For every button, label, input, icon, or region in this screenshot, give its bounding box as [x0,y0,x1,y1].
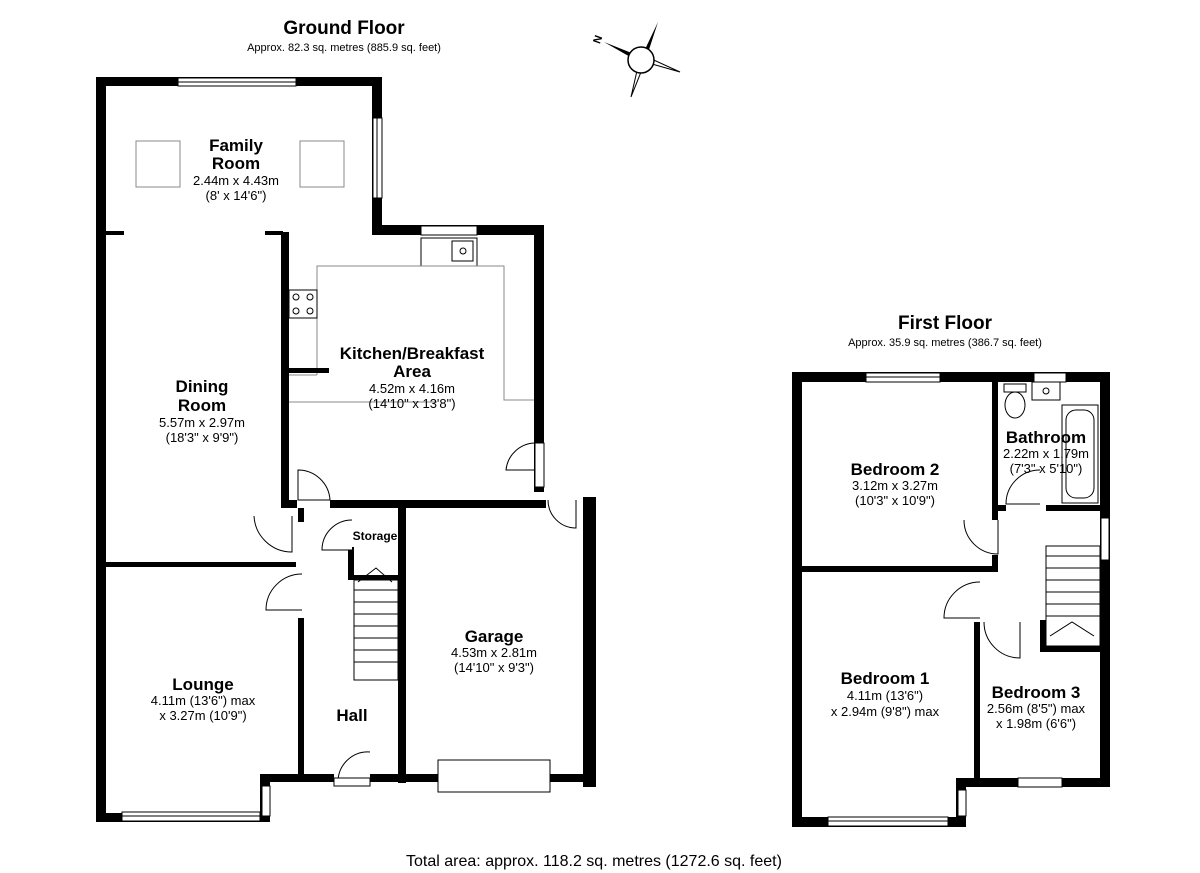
hall-name: Hall [336,706,367,725]
ground-floor-fixtures [121,77,577,822]
ground-floor-area: Approx. 82.3 sq. metres (885.9 sq. feet) [247,42,441,54]
bedroom3-name: Bedroom 3 [992,683,1081,702]
bedroom1-name: Bedroom 1 [841,669,930,688]
garage: Garage 4.53m x 2.81m (14'10" x 9'3") [451,627,537,675]
bedroom2-name: Bedroom 2 [851,460,940,479]
kitchen-dim-metric: 4.52m x 4.16m [369,381,455,396]
bedroom-2: Bedroom 2 3.12m x 3.27m (10'3" x 10'9") [851,460,940,508]
bedroom3-dim-line2: x 1.98m (6'6") [996,716,1076,731]
ground-floor-title: Ground Floor [283,18,405,39]
bathroom-dim-imperial: (7'3" x 5'10") [1010,461,1083,476]
dining-room: Dining Room 5.57m x 2.97m (18'3" x 9'9") [159,377,245,445]
storage-name: Storage [353,529,398,543]
kitchen-dim-imperial: (14'10" x 13'8") [368,396,455,411]
lounge-dim-line2: x 3.27m (10'9") [159,708,246,723]
bedroom-3: Bedroom 3 2.56m (8'5") max x 1.98m (6'6"… [987,683,1086,731]
kitchen-breakfast-area: Kitchen/Breakfast Area 4.52m x 4.16m (14… [340,344,485,411]
bedroom1-dim-line2: x 2.94m (9'8") max [831,704,940,719]
kitchen-name-line1: Kitchen/Breakfast [340,344,485,363]
bedroom-1: Bedroom 1 4.11m (13'6") x 2.94m (9'8") m… [831,669,940,719]
family-room-dim-imperial: (8' x 14'6") [206,188,267,203]
total-area: Total area: approx. 118.2 sq. metres (12… [406,853,782,870]
bedroom2-dim-imperial: (10'3" x 10'9") [855,493,935,508]
bedroom2-dim-metric: 3.12m x 3.27m [852,478,938,493]
bathroom-name: Bathroom [1006,428,1086,447]
dining-room-name-line2: Room [178,396,226,415]
dining-room-dim-metric: 5.57m x 2.97m [159,415,245,430]
family-room: Family Room 2.44m x 4.43m (8' x 14'6") [193,136,279,203]
lounge-name: Lounge [172,675,233,694]
bedroom1-dim-line1: 4.11m (13'6") [847,688,923,703]
bedroom3-dim-line1: 2.56m (8'5") max [987,701,1086,716]
first-floor-title: First Floor [898,313,993,334]
family-room-dim-metric: 2.44m x 4.43m [193,173,279,188]
first-floor-fixtures [827,372,1110,827]
bathroom: Bathroom 2.22m x 1.79m (7'3" x 5'10") [1003,428,1089,476]
compass-icon: N [591,22,681,98]
bathroom-dim-metric: 2.22m x 1.79m [1003,446,1089,461]
garage-dim-imperial: (14'10" x 9'3") [454,660,534,675]
first-floor-area: Approx. 35.9 sq. metres (386.7 sq. feet) [848,337,1042,349]
family-room-name-line2: Room [212,154,260,173]
dining-room-name-line1: Dining [176,377,229,396]
compass-north-label: N [591,34,605,46]
kitchen-name-line2: Area [393,362,431,381]
dining-room-dim-imperial: (18'3" x 9'9") [166,430,239,445]
garage-name: Garage [465,627,524,646]
lounge-dim-line1: 4.11m (13'6") max [151,693,256,708]
lounge: Lounge 4.11m (13'6") max x 3.27m (10'9") [151,675,256,723]
garage-dim-metric: 4.53m x 2.81m [451,645,537,660]
family-room-name-line1: Family [209,136,263,155]
